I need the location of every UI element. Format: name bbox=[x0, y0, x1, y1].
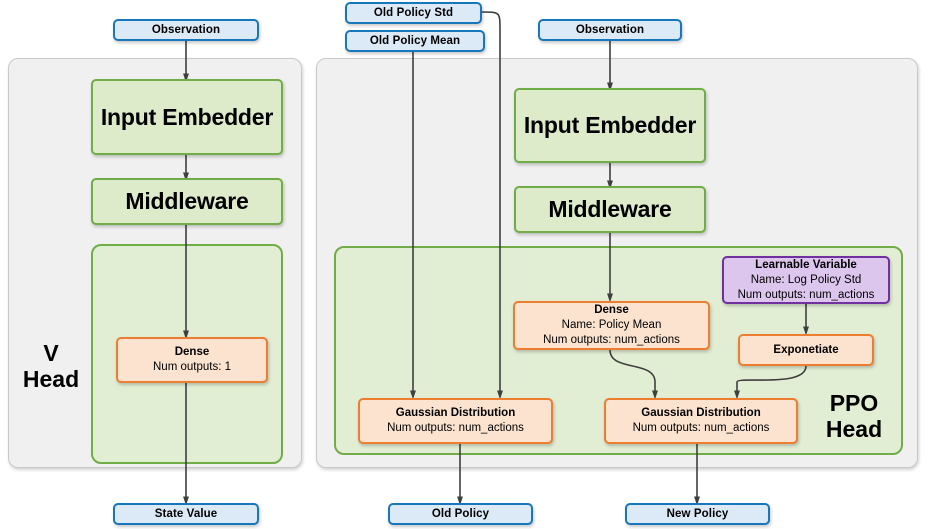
ppo-learnable-variable-num-outputs: Num outputs: num_actions bbox=[737, 288, 875, 301]
input-observation-ppo[interactable]: Observation bbox=[538, 19, 682, 41]
v-middleware[interactable]: Middleware bbox=[91, 178, 283, 225]
ppo-learnable-variable-log-policy-std[interactable]: Learnable Variable Name: Log Policy Std … bbox=[722, 256, 890, 304]
ppo-input-embedder-label: Input Embedder bbox=[523, 112, 697, 138]
v-dense-title: Dense bbox=[174, 346, 210, 358]
ppo-gaussian-distribution-new[interactable]: Gaussian Distribution Num outputs: num_a… bbox=[604, 398, 798, 444]
input-old-policy-std[interactable]: Old Policy Std bbox=[345, 2, 482, 24]
output-new-policy[interactable]: New Policy bbox=[625, 503, 770, 525]
v-head-caption: V Head bbox=[14, 340, 88, 392]
output-old-policy[interactable]: Old Policy bbox=[388, 503, 533, 525]
v-head-caption-line1: V bbox=[43, 340, 59, 366]
output-old-policy-label: Old Policy bbox=[431, 508, 490, 520]
input-old-policy-std-label: Old Policy Std bbox=[373, 7, 454, 19]
ppo-learnable-variable-title: Learnable Variable bbox=[755, 258, 857, 271]
ppo-head-caption-line1: PPO bbox=[829, 390, 879, 416]
input-old-policy-mean[interactable]: Old Policy Mean bbox=[345, 30, 485, 52]
input-observation-v-label: Observation bbox=[151, 24, 221, 36]
v-middleware-label: Middleware bbox=[125, 188, 249, 214]
v-input-embedder[interactable]: Input Embedder bbox=[91, 79, 283, 155]
ppo-dense-num-outputs: Num outputs: num_actions bbox=[543, 334, 680, 346]
ppo-gaussian-old-title: Gaussian Distribution bbox=[395, 407, 516, 419]
ppo-exponentiate-title: Exponetiate bbox=[773, 343, 839, 356]
ppo-gaussian-new-title: Gaussian Distribution bbox=[641, 407, 761, 419]
ppo-dense-title: Dense bbox=[594, 304, 629, 316]
ppo-head-caption: PPO Head bbox=[812, 390, 896, 442]
ppo-dense-policy-mean[interactable]: Dense Name: Policy Mean Num outputs: num… bbox=[513, 301, 710, 350]
ppo-dense-name: Name: Policy Mean bbox=[561, 319, 662, 331]
input-observation-ppo-label: Observation bbox=[575, 24, 645, 36]
output-state-value[interactable]: State Value bbox=[113, 503, 259, 525]
output-state-value-label: State Value bbox=[154, 508, 218, 520]
ppo-gaussian-distribution-old[interactable]: Gaussian Distribution Num outputs: num_a… bbox=[358, 398, 553, 444]
ppo-exponentiate[interactable]: Exponetiate bbox=[738, 334, 874, 366]
ppo-middleware[interactable]: Middleware bbox=[514, 186, 706, 233]
ppo-gaussian-new-num-outputs: Num outputs: num_actions bbox=[632, 422, 770, 434]
ppo-middleware-label: Middleware bbox=[548, 196, 672, 222]
v-head-caption-line2: Head bbox=[22, 366, 80, 392]
output-new-policy-label: New Policy bbox=[666, 508, 729, 520]
input-old-policy-mean-label: Old Policy Mean bbox=[369, 35, 461, 47]
input-observation-v[interactable]: Observation bbox=[113, 19, 259, 41]
ppo-gaussian-old-num-outputs: Num outputs: num_actions bbox=[387, 422, 524, 434]
ppo-input-embedder[interactable]: Input Embedder bbox=[514, 88, 706, 163]
ppo-head-caption-line2: Head bbox=[825, 416, 883, 442]
ppo-learnable-variable-name: Name: Log Policy Std bbox=[750, 273, 862, 286]
v-dense[interactable]: Dense Num outputs: 1 bbox=[116, 337, 268, 383]
v-dense-num-outputs: Num outputs: 1 bbox=[153, 361, 231, 373]
v-input-embedder-label: Input Embedder bbox=[100, 103, 274, 130]
